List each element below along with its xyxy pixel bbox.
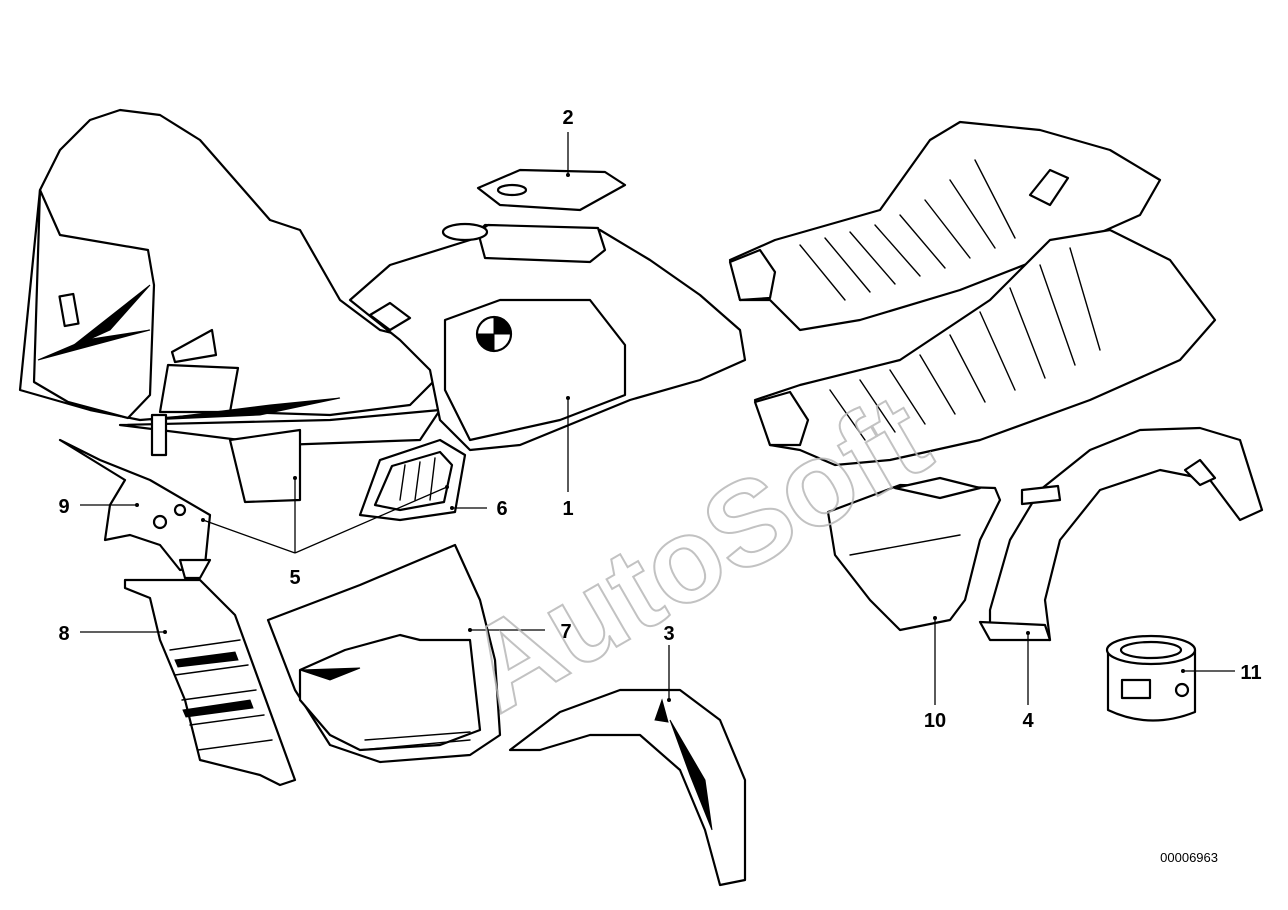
callout-4: 4 — [1022, 710, 1034, 732]
callout-9: 9 — [58, 496, 69, 518]
callout-8: 8 — [58, 623, 69, 645]
part-9-bracket — [58, 413, 212, 580]
callout-7: 7 — [560, 621, 571, 643]
leader-lines — [80, 132, 1235, 705]
part-7-side-cover — [266, 543, 502, 764]
part-2-tank-lid — [476, 168, 627, 212]
part-8-grille — [123, 578, 297, 787]
dual-seat-part — [753, 228, 1217, 467]
solo-seat-part — [728, 120, 1162, 332]
part-11-paint-tin — [1105, 634, 1197, 722]
callout-2: 2 — [562, 107, 573, 129]
callout-5: 5 — [289, 567, 300, 589]
callout-6: 6 — [496, 498, 507, 520]
part-1-fuel-tank — [348, 222, 747, 452]
leader-dots — [135, 173, 1185, 702]
part-10-side-panel — [826, 476, 1002, 632]
part-3-front-mudguard — [508, 688, 747, 887]
callout-3: 3 — [663, 623, 674, 645]
part-4-rear-mudguard — [978, 426, 1264, 642]
callout-11: 11 — [1240, 662, 1261, 684]
part-6-vent — [358, 438, 467, 522]
diagram-reference-number: 00006963 — [1160, 850, 1218, 865]
callout-10: 10 — [924, 710, 946, 732]
callout-1: 1 — [562, 498, 573, 520]
fairing-part — [18, 108, 442, 504]
